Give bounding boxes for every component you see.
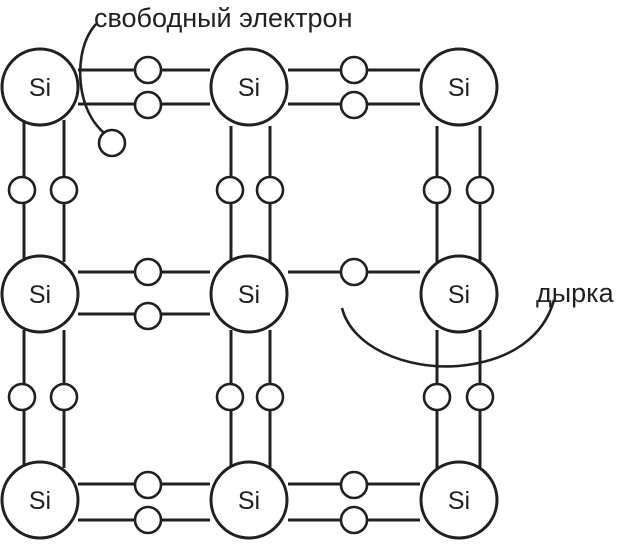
bond-electron	[422, 175, 452, 205]
bond-electron	[7, 175, 37, 205]
atom-circle	[0, 47, 80, 127]
atom-si: Si	[0, 460, 80, 540]
atom-circle	[0, 460, 80, 540]
atom-label: Si	[448, 281, 470, 309]
bond-electron	[133, 301, 163, 331]
free-electron-label: свободный электрон	[94, 3, 352, 33]
hole-label: дырка	[536, 278, 615, 308]
bond-electron	[339, 470, 369, 500]
atom-circle	[419, 460, 499, 540]
atom-si: Si	[209, 254, 289, 334]
atom-circle	[0, 254, 80, 334]
bond-electron	[465, 382, 495, 412]
bond-electron	[422, 382, 452, 412]
bond-electron	[49, 175, 79, 205]
atom-circle	[419, 47, 499, 127]
bond-electron	[133, 257, 163, 287]
bond-electron	[339, 505, 369, 535]
bond-electron	[215, 382, 245, 412]
bond-electron	[465, 175, 495, 205]
free-electron	[97, 128, 127, 158]
atom-si: Si	[419, 254, 499, 334]
bond-electron	[133, 90, 163, 120]
atom-si: Si	[0, 254, 80, 334]
atom-label: Si	[238, 74, 260, 102]
hole-leader	[340, 299, 556, 368]
atom-label: Si	[448, 74, 470, 102]
atom-si: Si	[209, 47, 289, 127]
bond-electron	[339, 90, 369, 120]
atom-si: Si	[419, 460, 499, 540]
atom-label: Si	[448, 487, 470, 515]
atoms: Si Si Si Si Si Si Si Si	[0, 47, 499, 540]
bond-electron	[215, 175, 245, 205]
bond-electron	[133, 470, 163, 500]
atom-label: Si	[29, 281, 51, 309]
bond-electron	[133, 505, 163, 535]
atom-si: Si	[419, 47, 499, 127]
atom-si: Si	[209, 460, 289, 540]
bond-electron	[339, 55, 369, 85]
bond-electron	[7, 382, 37, 412]
atom-si: Si	[0, 47, 80, 127]
atom-label: Si	[238, 487, 260, 515]
atom-label: Si	[238, 281, 260, 309]
bond-electron	[133, 55, 163, 85]
free-electron-leader	[78, 23, 105, 134]
atom-label: Si	[29, 74, 51, 102]
atom-circle	[419, 254, 499, 334]
atom-circle	[209, 254, 289, 334]
atom-circle	[209, 460, 289, 540]
atom-label: Si	[29, 487, 51, 515]
bond-electron	[339, 257, 369, 287]
atom-circle	[209, 47, 289, 127]
bond-electrons	[7, 55, 495, 535]
bond-electron	[255, 382, 285, 412]
bond-electron	[49, 382, 79, 412]
bond-electron	[255, 175, 285, 205]
